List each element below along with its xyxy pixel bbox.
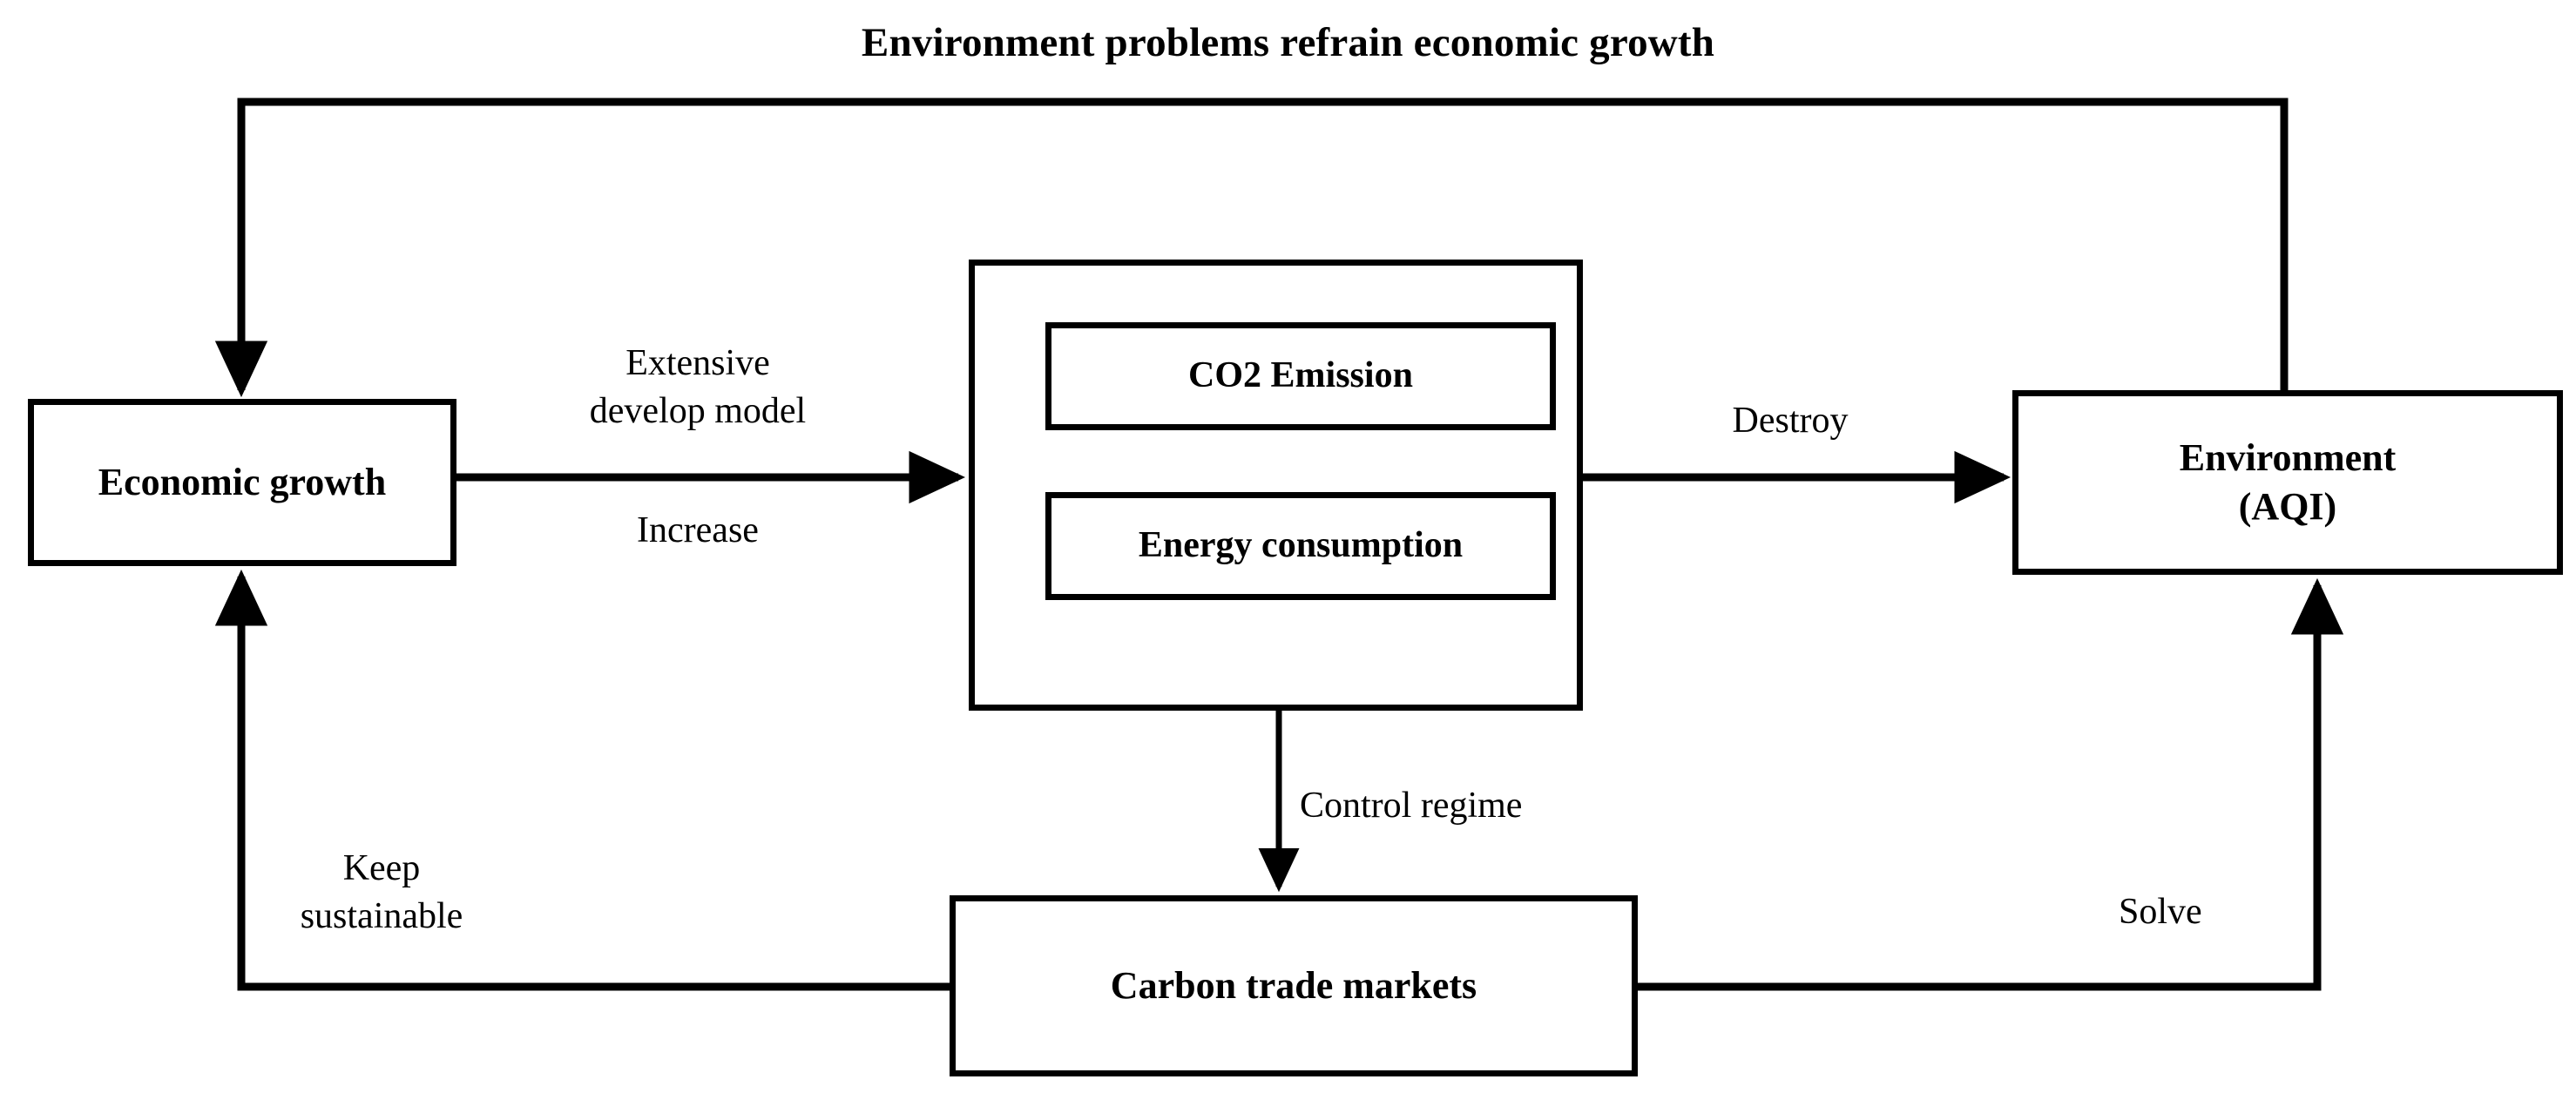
- node-carbon-trade-markets[interactable]: Carbon trade markets: [950, 895, 1638, 1076]
- node-environment-line2: (AQI): [2238, 485, 2337, 528]
- edge-carbon-market-to-environment: [1638, 577, 2344, 991]
- page-title: Environment problems refrain economic gr…: [861, 20, 1715, 65]
- edge-label-destroy: Destroy: [1732, 401, 1849, 441]
- node-economic-growth[interactable]: Economic growth: [28, 399, 456, 566]
- edge-label-control-regime: Control regime: [1300, 786, 1523, 826]
- node-carbon-trade-markets-label: Carbon trade markets: [1110, 963, 1477, 1007]
- edge-label-keep-sustainable: Keep sustainable: [300, 848, 463, 936]
- edge-label-extensive-develop-model: Extensive develop model: [589, 343, 807, 431]
- edge-carbon-market-to-growth: [214, 569, 950, 991]
- node-economic-growth-label: Economic growth: [98, 460, 387, 503]
- node-environment-aqi-label: Environment (AQI): [2018, 434, 2557, 532]
- node-co2-emission-label: CO2 Emission: [1188, 355, 1413, 396]
- node-co2-emission[interactable]: CO2 Emission: [1045, 322, 1556, 430]
- node-energy-consumption[interactable]: Energy consumption: [1045, 492, 1556, 600]
- node-environment-line1: Environment: [2179, 435, 2397, 479]
- node-energy-consumption-label: Energy consumption: [1138, 525, 1464, 566]
- edge-label-increase: Increase: [637, 510, 759, 550]
- node-environment-aqi[interactable]: Environment (AQI): [2012, 390, 2563, 575]
- edge-environment-to-growth-feedback: [214, 98, 2289, 398]
- edge-label-solve: Solve: [2119, 892, 2202, 932]
